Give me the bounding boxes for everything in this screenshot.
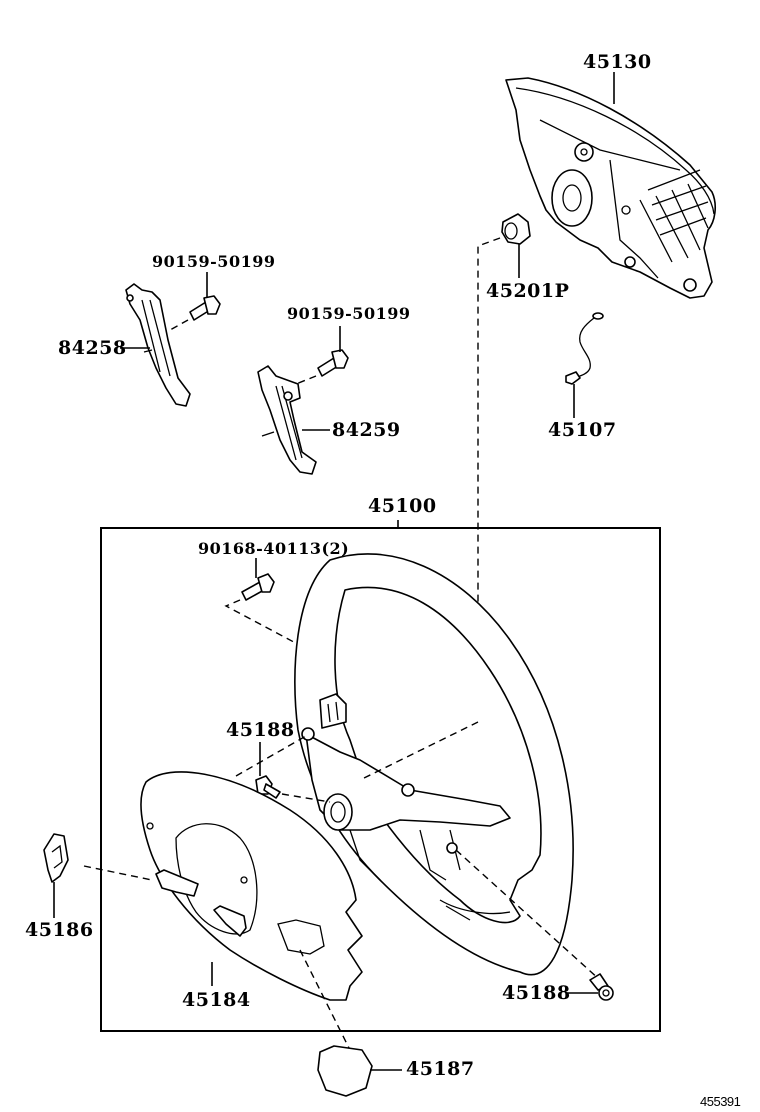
label-90168-40113[interactable]: 90168-40113(2)	[198, 539, 350, 558]
dashed-line-screw-upper-2	[235, 735, 307, 777]
dashed-line-screw-upper	[281, 793, 331, 803]
screw-wheel-illustration	[241, 573, 275, 601]
cover-cap-illustration	[317, 1045, 373, 1097]
dashed-line-wheel	[359, 721, 479, 781]
switch-bracket-left-illustration	[125, 283, 191, 407]
label-90159-50199-right[interactable]: 90159-50199	[287, 304, 411, 323]
screw-cover-lower-illustration	[589, 973, 614, 1001]
screw-left-illustration	[189, 295, 221, 321]
pad-clip-illustration	[501, 213, 531, 245]
steering-pad-illustration	[505, 77, 717, 299]
label-45184[interactable]: 45184	[182, 989, 251, 1011]
label-84259[interactable]: 84259	[332, 419, 401, 441]
dashed-line-screw-left	[169, 319, 189, 331]
steering-wheel-illustration	[294, 553, 574, 976]
assembly-frame	[100, 527, 661, 1032]
lower-cover-illustration	[140, 771, 363, 1001]
cover-clip-illustration	[43, 833, 69, 883]
dashed-line-screw-lower	[455, 849, 601, 981]
figure-code: 455391	[700, 1094, 741, 1109]
label-45107[interactable]: 45107	[548, 419, 617, 441]
dashed-line-screw-right	[295, 375, 317, 385]
dashed-line-cap	[299, 949, 351, 1051]
label-45201P[interactable]: 45201P	[486, 280, 570, 302]
label-45130[interactable]: 45130	[583, 51, 652, 73]
horn-wire-illustration	[565, 312, 604, 385]
label-45186[interactable]: 45186	[25, 919, 94, 941]
screw-right-illustration	[317, 349, 349, 377]
switch-bracket-right-illustration	[257, 365, 317, 475]
label-45188-upper[interactable]: 45188	[226, 719, 295, 741]
label-84258[interactable]: 84258	[58, 337, 127, 359]
dashed-line-clip-cover	[83, 865, 153, 881]
label-45188-lower[interactable]: 45188	[502, 982, 571, 1004]
label-90159-50199-left[interactable]: 90159-50199	[152, 252, 276, 271]
label-45187[interactable]: 45187	[406, 1058, 475, 1080]
label-45100[interactable]: 45100	[368, 495, 437, 517]
